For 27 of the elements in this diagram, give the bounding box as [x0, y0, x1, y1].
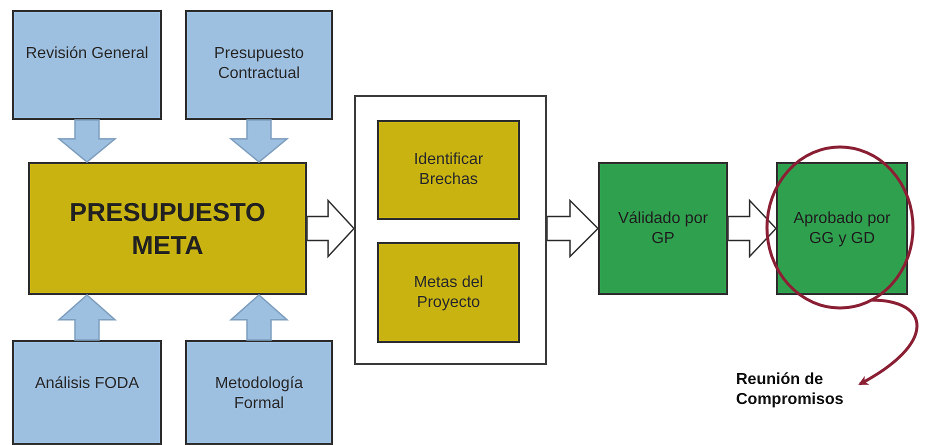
box-label: Metas del Proyecto [412, 272, 484, 312]
box-label: Aprobado por GG y GD [792, 208, 892, 248]
box-label: Válidado por GP [617, 208, 709, 248]
block-arrow [306, 198, 356, 258]
box-label: Identificar Brechas [412, 150, 484, 190]
box-label: PRESUPUESTO META [68, 196, 266, 261]
process-box [28, 162, 307, 295]
input-box [185, 10, 333, 120]
block-arrow [229, 294, 289, 341]
box-label: Análisis FODA [34, 374, 140, 394]
block-arrow [546, 198, 600, 258]
curved-arrow [858, 298, 918, 386]
block-arrow [57, 294, 117, 341]
process-box [377, 242, 520, 343]
process-box [377, 120, 520, 220]
group-frame [354, 95, 547, 365]
note-text: Reunión de Compromisos [735, 370, 845, 410]
box-label: Metodología Formal [214, 374, 304, 414]
input-box [12, 10, 162, 120]
box-label: Presupuesto Contractual [213, 44, 305, 84]
block-arrow [228, 119, 290, 163]
input-box [12, 340, 162, 445]
input-box [185, 340, 333, 445]
block-arrow [727, 198, 778, 258]
box-label: Revisión General [24, 44, 150, 64]
block-arrow [56, 119, 118, 163]
process-box [598, 162, 728, 295]
